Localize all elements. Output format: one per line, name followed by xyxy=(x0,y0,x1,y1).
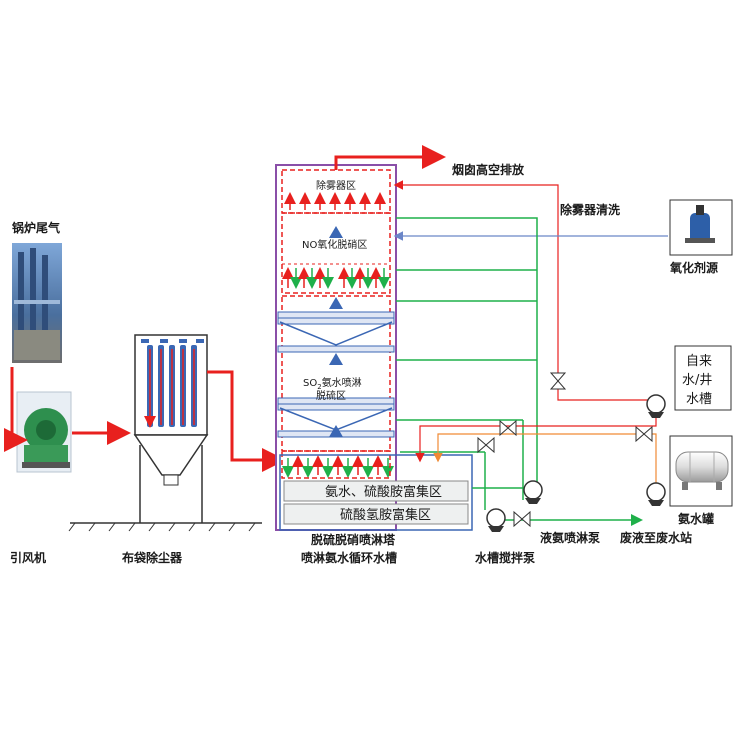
tap-water-box xyxy=(674,345,732,411)
boiler-photo xyxy=(12,243,62,363)
oxidant-source-box xyxy=(669,199,733,256)
label-waste-station: 废液至废水站 xyxy=(620,530,692,545)
flue-to-chimney xyxy=(334,145,446,170)
label-stir-pump: 水槽搅拌泵 xyxy=(475,550,535,565)
valve-icon[interactable] xyxy=(499,419,517,437)
label-bisulfate-zone: 硫酸氢胺富集区 xyxy=(340,507,431,523)
flue-boiler-to-fan xyxy=(4,367,28,452)
ammonia-tank-box xyxy=(669,435,733,507)
pump-icon[interactable] xyxy=(646,394,666,418)
label-bag-filter: 布袋除尘器 xyxy=(122,550,183,565)
label-so2-zone-line2: 脱硫区 xyxy=(316,389,346,402)
ground xyxy=(68,522,262,532)
tap-water-feed-line xyxy=(415,400,657,463)
label-so2-zone-line1: SO2氨水喷淋 xyxy=(303,376,362,391)
label-tower-name: 脱硫脱硝喷淋塔 xyxy=(311,532,396,547)
label-ammonia-sulfate-zone: 氨水、硫酸胺富集区 xyxy=(325,484,442,500)
so2-zone-box xyxy=(281,295,391,452)
label-oxidant-source: 氧化剂源 xyxy=(669,260,718,275)
label-tap-water-1: 自来 xyxy=(686,354,712,369)
label-spray-pump: 液氨喷淋泵 xyxy=(540,530,600,545)
label-no-oxidation-zone: NO氧化脱硝区 xyxy=(302,238,367,251)
valve-icon[interactable] xyxy=(513,510,531,528)
label-tap-water-3: 水槽 xyxy=(686,392,712,407)
ammonia-circulation-lines xyxy=(396,217,643,526)
spray-tower xyxy=(275,164,473,531)
ammonia-feed-line xyxy=(433,433,657,490)
valve-icon[interactable] xyxy=(549,372,567,390)
label-ammonia-tank: 氨水罐 xyxy=(678,511,714,526)
pump-icon[interactable] xyxy=(646,482,666,506)
label-demister-wash: 除雾器清洗 xyxy=(560,202,620,217)
demister-wash-line xyxy=(393,180,650,401)
demister-zone-box xyxy=(281,169,391,214)
label-circulation-tank: 喷淋氨水循环水槽 xyxy=(301,550,397,565)
valve-icon[interactable] xyxy=(477,436,495,454)
label-tap-water-2: 水/井 xyxy=(682,373,712,388)
induced-fan-photo xyxy=(16,391,72,473)
label-chimney: 烟囱高空排放 xyxy=(452,162,525,177)
valve-icon[interactable] xyxy=(635,425,653,443)
flue-filter-to-tower xyxy=(207,370,286,472)
label-demister-zone: 除雾器区 xyxy=(316,179,356,192)
label-induced-fan: 引风机 xyxy=(10,550,46,565)
pump-icon[interactable] xyxy=(486,508,506,532)
bag-filter xyxy=(133,334,209,523)
pump-icon[interactable] xyxy=(523,480,543,504)
label-boiler-exhaust: 锅炉尾气 xyxy=(12,220,60,235)
no-oxidation-zone-box xyxy=(281,212,391,294)
